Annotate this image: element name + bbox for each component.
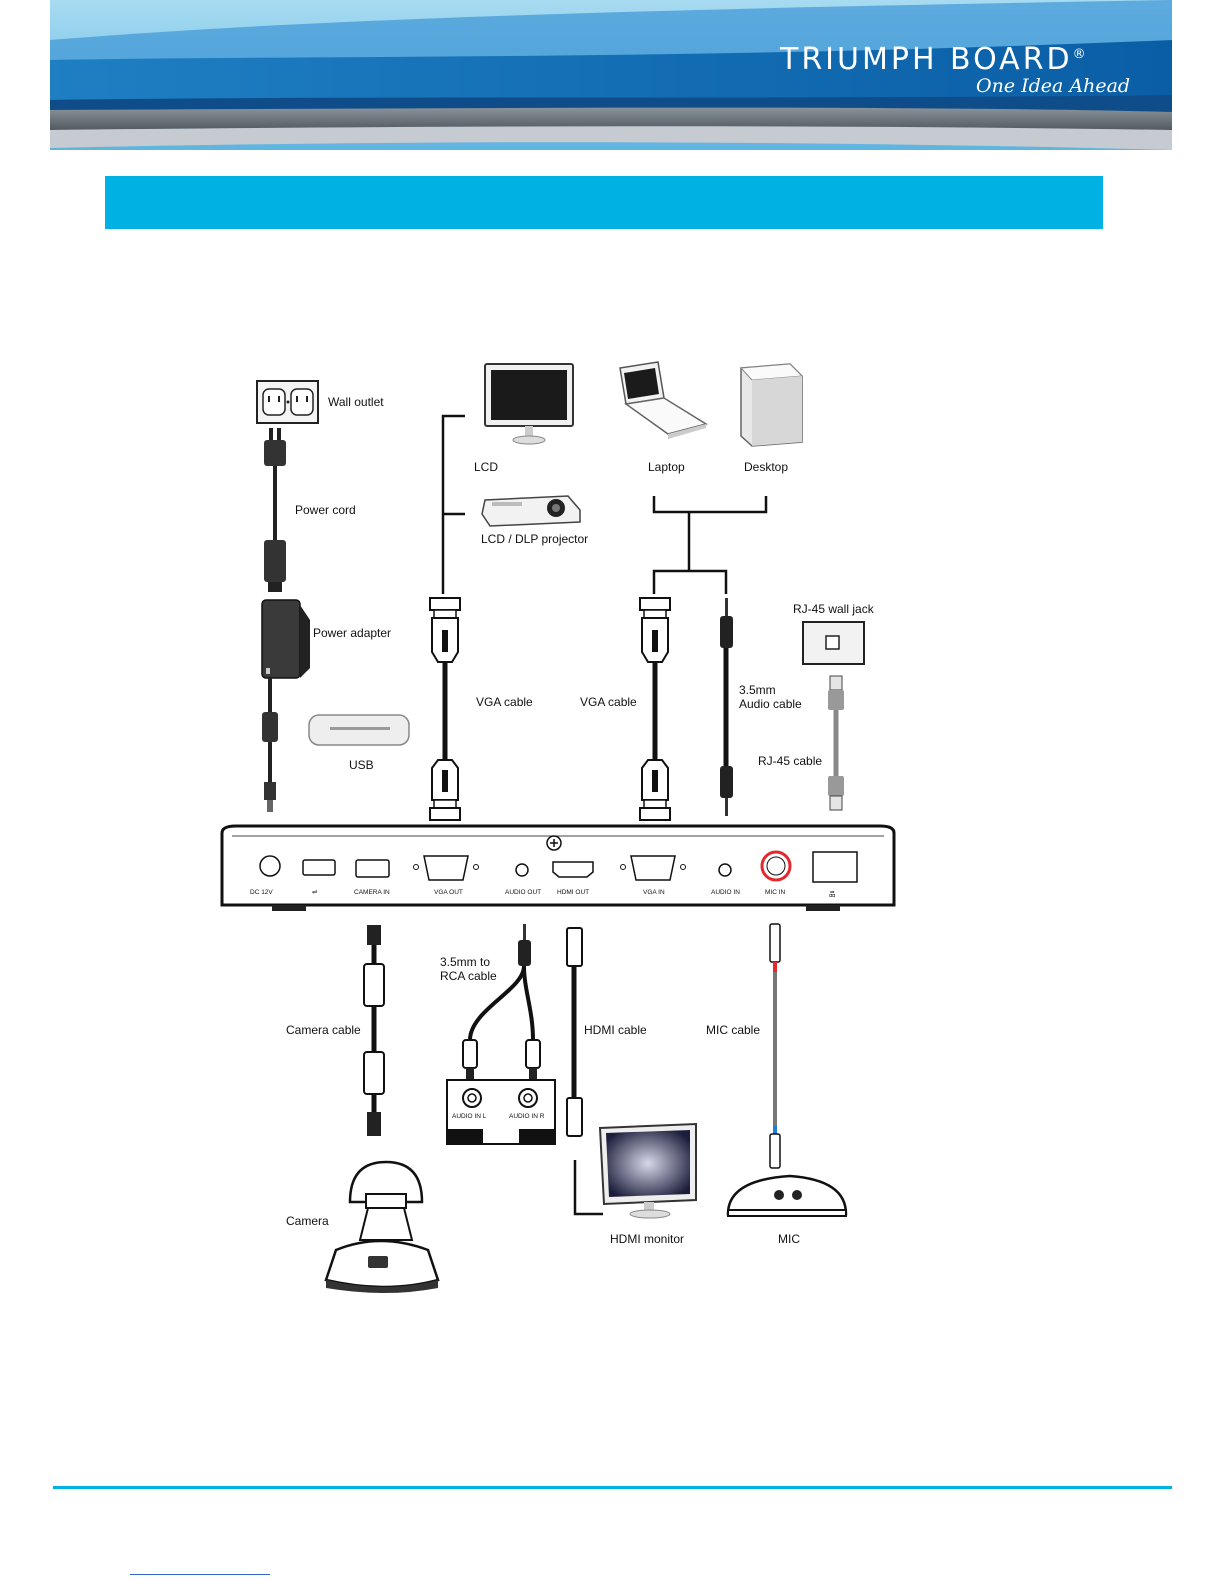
header-banner: TRIUMPH BOARD® One Idea Ahead [0, 0, 1225, 160]
wall-outlet-label: Wall outlet [328, 395, 384, 409]
svg-text:DC 12V: DC 12V [250, 889, 273, 896]
hdmi-monitor-icon [598, 1122, 697, 1219]
rj45-cable-label: RJ-45 cable [758, 754, 822, 768]
power-adapter-icon [261, 599, 310, 812]
power-cord-label: Power cord [295, 503, 356, 517]
svg-text:CAMERA IN: CAMERA IN [354, 889, 390, 896]
hdmi-cable-label: HDMI cable [584, 1023, 647, 1037]
display-output-connector-line [441, 414, 465, 594]
laptop-label: Laptop [648, 460, 685, 474]
svg-text:VGA OUT: VGA OUT [434, 889, 463, 896]
vga-in-port: VGA IN [620, 855, 686, 896]
audio-in-l-label: AUDIO IN L [452, 1113, 487, 1120]
lcd-monitor-icon [484, 363, 574, 445]
mic-cable-label: MIC cable [706, 1023, 760, 1037]
rca-cable-label-line2: RCA cable [440, 969, 497, 983]
vga-cable-in-label: VGA cable [580, 695, 637, 709]
hdmi-out-port: HDMI OUT [552, 861, 594, 896]
source-connector-lines [652, 496, 768, 594]
rj45-wall-jack-label: RJ-45 wall jack [793, 602, 875, 616]
svg-text:品: 品 [829, 890, 836, 898]
vga-out-port: VGA OUT [413, 855, 479, 896]
brand-name: TRIUMPH BOARD® [780, 42, 1089, 77]
brand-tagline: One Idea Ahead [976, 75, 1131, 97]
usb-label: USB [349, 758, 374, 772]
camera-device-icon [324, 1160, 440, 1293]
projector-icon [481, 495, 581, 527]
audio-cable-label-line2: Audio cable [739, 697, 802, 711]
lcd-label: LCD [474, 460, 498, 474]
hdmi-monitor-label: HDMI monitor [610, 1232, 684, 1246]
vga-cable-in-icon [639, 597, 671, 821]
mic-cable-icon [769, 923, 781, 1169]
footer-link-underline [130, 1574, 270, 1575]
hdmi-cable-icon [566, 927, 603, 1216]
camera-in-port: CAMERA IN [354, 859, 390, 896]
power-cord-icon [264, 428, 286, 592]
audio-out-port: AUDIO OUT [505, 863, 541, 896]
svg-text:VGA IN: VGA IN [643, 889, 665, 896]
lan-port: 品 [812, 851, 858, 898]
rca-cable-icon [462, 924, 541, 1084]
rj45-wall-jack-icon [802, 621, 865, 665]
rj45-cable-icon [828, 675, 844, 811]
svg-text:MIC IN: MIC IN [765, 889, 786, 896]
mic-label: MIC [778, 1232, 800, 1246]
audio-cable-icon [720, 598, 733, 816]
svg-text:AUDIO IN: AUDIO IN [711, 889, 740, 896]
header-wave-graphic [50, 0, 1172, 150]
audio-in-port: AUDIO IN [711, 863, 740, 896]
desktop-label: Desktop [744, 460, 788, 474]
svg-text:⇌: ⇌ [312, 889, 318, 896]
svg-text:HDMI OUT: HDMI OUT [557, 889, 589, 896]
footer-rule [53, 1486, 1172, 1489]
desktop-tower-icon [739, 363, 804, 447]
svg-text:AUDIO OUT: AUDIO OUT [505, 889, 541, 896]
audio-cable-label-line1: 3.5mm [739, 683, 776, 697]
brand-logo: TRIUMPH BOARD® One Idea Ahead [780, 42, 1180, 97]
vga-cable-out-icon [429, 597, 461, 821]
mic-in-port: MIC IN [760, 850, 792, 896]
mic-device-icon [726, 1174, 848, 1217]
audio-in-r-label: AUDIO IN R [509, 1113, 545, 1120]
camera-cable-label: Camera cable [286, 1023, 361, 1037]
laptop-icon [619, 361, 708, 439]
wall-outlet-icon [256, 380, 319, 424]
rca-audio-input-panel: AUDIO IN L AUDIO IN R [446, 1079, 556, 1145]
camera-label: Camera [286, 1214, 329, 1228]
rca-cable-label-line1: 3.5mm to [440, 955, 490, 969]
dc-port: DC 12V [250, 855, 281, 896]
section-title-bar [105, 176, 1103, 229]
usb-port: ⇌ [302, 859, 336, 896]
camera-cable-icon [363, 925, 385, 1136]
projector-label: LCD / DLP projector [481, 532, 588, 546]
vga-cable-out-label: VGA cable [476, 695, 533, 709]
usb-dongle-icon [308, 714, 410, 746]
power-adapter-label: Power adapter [313, 626, 391, 640]
